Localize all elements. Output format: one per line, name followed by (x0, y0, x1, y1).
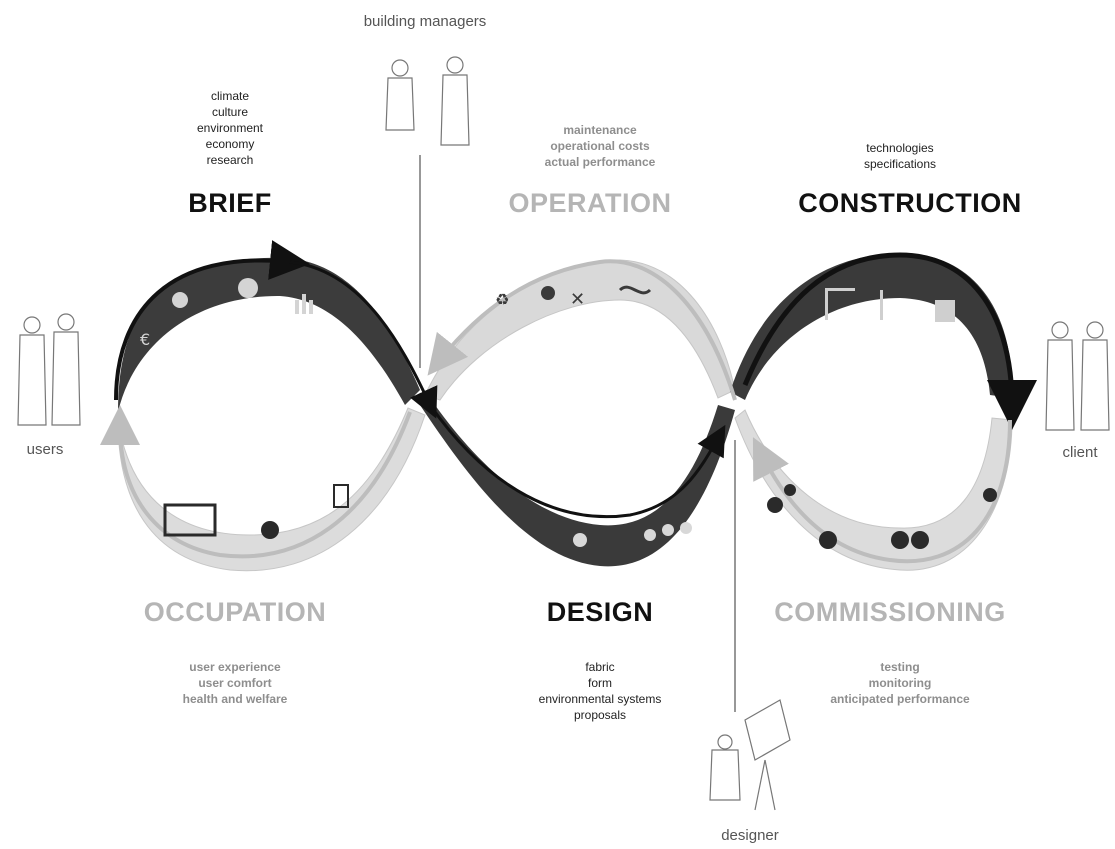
brief-pictograms: € (140, 278, 313, 349)
dark-flow-arrow-brief (114, 240, 310, 401)
occupation-item: user experience (189, 660, 281, 674)
design-pictograms (573, 522, 692, 547)
recycle-icon: ♻ (495, 290, 509, 309)
occupation-item: health and welfare (182, 692, 288, 706)
building-managers-label: building managers (363, 13, 487, 30)
light-flow-arrow-commissioning (752, 419, 1012, 564)
tablet-icon (333, 484, 349, 508)
brief-item: climate (210, 89, 249, 103)
light-flow-arrow-occupation (100, 405, 412, 559)
design-item: environmental systems (538, 692, 662, 706)
occupation-context-list: user experience user comfort health and … (150, 659, 320, 707)
design-band (420, 398, 735, 567)
commissioning-context-list: testing monitoring anticipated performan… (805, 659, 995, 707)
occupation-pictograms (163, 484, 349, 539)
euro-icon: € (140, 330, 150, 349)
construction-band (730, 253, 1013, 400)
commissioning-heading: COMMISSIONING (774, 597, 1006, 627)
construction-item: specifications (863, 157, 937, 171)
client-figure (1045, 321, 1110, 431)
globe-icon (238, 278, 258, 298)
operation-item: maintenance (563, 123, 637, 137)
monitor-icon (163, 503, 217, 537)
lightbulb-icon (541, 286, 555, 300)
construction-heading: CONSTRUCTION (798, 188, 1022, 218)
brief-item: culture (211, 105, 249, 119)
drafting-person-icon (573, 533, 587, 547)
operation-heading: OPERATION (508, 188, 672, 218)
designer-label: designer (721, 827, 779, 844)
commissioning-pictograms (767, 484, 997, 549)
design-item: form (588, 676, 612, 690)
design-heading: DESIGN (546, 597, 654, 627)
building-managers-figure (385, 56, 470, 146)
crane-icon (825, 290, 828, 320)
dark-flow-arrow-construction (742, 252, 1037, 430)
occupation-band (117, 407, 426, 572)
operation-pictograms: ♻ ✕ (495, 285, 652, 310)
commissioning-item: testing (880, 660, 920, 674)
operation-band (424, 259, 736, 401)
brief-band (118, 257, 420, 412)
occupation-item: user comfort (198, 676, 272, 690)
plug-icon (618, 285, 652, 295)
design-item: fabric (585, 660, 615, 674)
brief-heading: BRIEF (188, 188, 272, 218)
team-icon (819, 531, 837, 549)
sun-icon (172, 292, 188, 308)
tools-icon: ✕ (570, 289, 585, 310)
construction-item: technologies (866, 141, 934, 155)
commissioning-band (734, 409, 1013, 571)
construction-pictograms (825, 288, 955, 322)
gear-icon (767, 497, 783, 513)
occupation-heading: OCCUPATION (143, 597, 327, 627)
operation-item: actual performance (544, 155, 656, 169)
dark-flow-arrow-design (428, 404, 726, 519)
operation-context-list: maintenance operational costs actual per… (510, 122, 690, 170)
users-label: users (26, 441, 64, 458)
light-flow-arrow-operation (427, 259, 737, 401)
commissioning-item: monitoring (868, 676, 932, 690)
brief-item: research (206, 153, 254, 167)
brief-item: environment (196, 121, 264, 135)
bar-chart-icon (295, 300, 299, 314)
design-item: proposals (573, 708, 627, 722)
dark-flow-arrow-center (289, 260, 438, 419)
commissioning-item: anticipated performance (830, 692, 970, 706)
construction-context-list: technologies specifications (830, 140, 970, 172)
designer-figure (709, 699, 791, 811)
operation-item: operational costs (550, 139, 650, 153)
client-label: client (1062, 444, 1098, 461)
office-worker-icon (261, 521, 279, 539)
users-figure (17, 313, 81, 426)
brief-context-list: climate culture environment economy rese… (170, 88, 290, 168)
brief-item: economy (205, 137, 255, 151)
meeting-icon (644, 529, 656, 541)
design-context-list: fabric form environmental systems propos… (500, 659, 700, 723)
